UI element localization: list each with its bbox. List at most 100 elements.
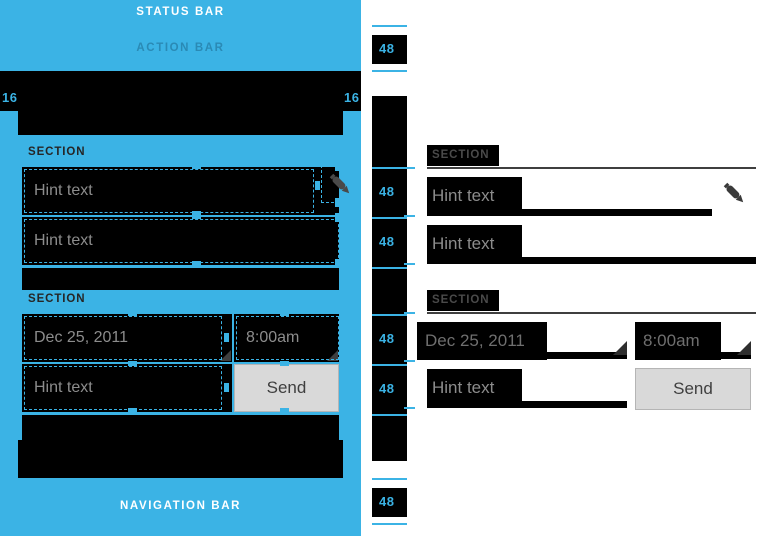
section-label-2: SECTION xyxy=(28,293,86,305)
field-time-spinner[interactable]: 8:00am xyxy=(234,314,339,362)
measure-block-6 xyxy=(372,488,407,517)
field-message-hint-value: Hint text xyxy=(34,379,93,396)
right-pen-icon[interactable] xyxy=(717,176,751,215)
right-field-2-underline xyxy=(427,257,756,264)
handle-corner-field-2-top[interactable] xyxy=(335,213,344,222)
tick-line-9 xyxy=(372,478,407,480)
handle-top-send[interactable] xyxy=(280,361,289,366)
right-render-panel: SECTION Hint text Hint text SECTION xyxy=(404,0,759,536)
field-date-spinner[interactable]: Dec 25, 2011 xyxy=(22,314,232,362)
annotation-box-date xyxy=(24,316,222,360)
spacer-block-2 xyxy=(22,415,339,440)
right-field-1-underline xyxy=(427,209,712,216)
tick-line-6 xyxy=(372,314,416,316)
status-bar-label: STATUS BAR xyxy=(136,6,225,18)
measure-block-gap-1 xyxy=(372,96,407,168)
tick-line-4 xyxy=(372,217,416,219)
measure-value-1: 48 xyxy=(379,41,395,56)
handle-pen-top[interactable] xyxy=(335,162,344,171)
field-date-spinner-value: Dec 25, 2011 xyxy=(34,329,128,346)
field-hint-text-1[interactable]: Hint text xyxy=(22,167,339,215)
spinner-caret-icon-date xyxy=(220,350,231,361)
measure-value-5: 48 xyxy=(379,381,395,396)
measure-block-2 xyxy=(372,169,407,217)
right-spinner-caret-icon-date xyxy=(613,341,627,355)
measure-value-3: 48 xyxy=(379,234,395,249)
handle-bottom-field-2[interactable] xyxy=(192,261,201,266)
right-tick-2 xyxy=(404,215,415,217)
margin-label-right: 16 xyxy=(344,90,360,105)
annotation-box-field-1 xyxy=(24,169,314,213)
right-field-2-bg[interactable] xyxy=(427,225,522,263)
right-divider-2 xyxy=(427,312,756,314)
annotation-box-time xyxy=(236,316,339,360)
right-send-button[interactable]: Send xyxy=(635,368,751,410)
tick-line-3 xyxy=(372,167,416,169)
handle-gap-date-time[interactable] xyxy=(224,333,229,342)
action-bar-label: ACTION BAR xyxy=(136,42,225,54)
measure-block-5 xyxy=(372,366,407,414)
measure-value-2: 48 xyxy=(379,184,395,199)
handle-top-field-1[interactable] xyxy=(192,164,201,169)
measure-value-6: 48 xyxy=(379,494,395,509)
field-hint-text-2-value: Hint text xyxy=(34,232,93,249)
right-time-underline xyxy=(635,352,751,359)
right-section-label-1-bg xyxy=(427,145,499,166)
annotation-box-field-2 xyxy=(24,219,339,263)
right-section-label-2-bg xyxy=(427,290,499,311)
field-message-hint[interactable]: Hint text xyxy=(22,364,232,412)
send-button[interactable]: Send xyxy=(234,364,339,412)
measure-block-4 xyxy=(372,316,407,364)
right-time-value: 8:00am xyxy=(643,331,700,350)
handle-right-field-1[interactable] xyxy=(315,181,320,190)
right-divider-1 xyxy=(427,167,756,169)
right-message-value: Hint text xyxy=(432,378,495,397)
measure-block-3 xyxy=(372,219,407,267)
measure-block-1 xyxy=(372,35,407,64)
left-spec-panel: STATUS BAR ACTION BAR 16 16 SECTION Hint… xyxy=(0,0,361,536)
spacer-block-1 xyxy=(22,268,339,290)
handle-corner-field-2-bottom[interactable] xyxy=(335,259,344,268)
handle-gap-message-send[interactable] xyxy=(224,383,229,392)
right-message-bg[interactable] xyxy=(427,369,522,407)
annotation-box-message xyxy=(24,366,222,410)
handle-bottom-message[interactable] xyxy=(128,408,137,413)
section-label-1: SECTION xyxy=(28,146,86,158)
right-section-label-2: SECTION xyxy=(432,294,490,306)
field-time-spinner-value: 8:00am xyxy=(246,329,300,346)
handle-pen-bottom[interactable] xyxy=(335,198,344,207)
tick-line-7 xyxy=(372,364,416,366)
tick-line-5 xyxy=(372,267,416,269)
right-tick-1 xyxy=(404,167,415,169)
field-hint-text-1-value: Hint text xyxy=(34,182,93,199)
action-bar: ACTION BAR xyxy=(0,26,361,71)
handle-top-message[interactable] xyxy=(128,361,137,366)
measure-block-gap-3 xyxy=(372,416,407,461)
handle-bottom-field-1[interactable] xyxy=(192,211,201,216)
content-keyline-area: SECTION Hint text xyxy=(18,135,359,440)
handle-top-field-2[interactable] xyxy=(192,214,201,219)
handle-top-time[interactable] xyxy=(280,311,289,316)
measure-block-gap-2 xyxy=(372,269,407,314)
navigation-bar: NAVIGATION BAR xyxy=(0,478,361,536)
navigation-bar-label: NAVIGATION BAR xyxy=(120,500,241,512)
field-hint-text-2[interactable]: Hint text xyxy=(22,217,339,265)
left-margin-gutter xyxy=(0,111,18,478)
handle-bottom-send[interactable] xyxy=(280,408,289,413)
right-field-1-bg[interactable] xyxy=(427,177,522,215)
measure-value-4: 48 xyxy=(379,331,395,346)
tick-line-8 xyxy=(372,414,416,416)
right-date-underline xyxy=(417,352,627,359)
status-bar: STATUS BAR xyxy=(0,0,361,26)
right-tick-4 xyxy=(404,312,415,314)
spinner-caret-icon-time xyxy=(327,350,338,361)
tick-line-2 xyxy=(372,70,407,72)
right-tick-3 xyxy=(404,263,415,265)
handle-top-date[interactable] xyxy=(128,311,137,316)
tick-line-1 xyxy=(372,25,407,27)
pen-icon[interactable] xyxy=(323,167,357,206)
right-tick-5 xyxy=(404,360,415,362)
tick-line-10 xyxy=(372,523,407,525)
right-field-1-value: Hint text xyxy=(432,186,495,205)
right-message-underline xyxy=(427,401,627,408)
